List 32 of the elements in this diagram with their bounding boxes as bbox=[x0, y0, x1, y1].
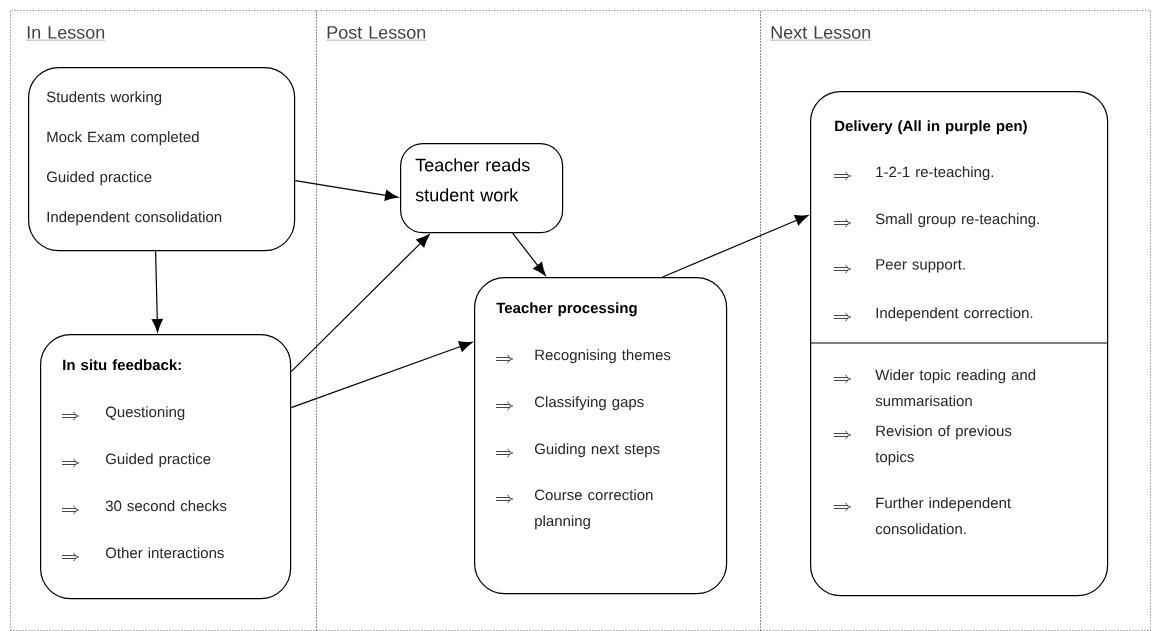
arrow bbox=[290, 234, 430, 373]
list-item: Revision of previous topics bbox=[875, 425, 1012, 466]
list-item: Classifying gaps bbox=[534, 396, 644, 411]
list-item: Wider topic reading and summarisation bbox=[875, 369, 1036, 407]
box-text: Teacher reads student work bbox=[415, 158, 530, 202]
arrow bbox=[512, 232, 546, 276]
box-heading: Delivery (All in purple pen) bbox=[835, 120, 1027, 135]
list-item: Guiding next steps bbox=[534, 443, 660, 458]
column-heading: Post Lesson bbox=[326, 26, 427, 41]
list-item: Guided practice bbox=[46, 171, 152, 186]
list-item: Guided practice bbox=[105, 453, 211, 468]
list-item: Other interactions bbox=[105, 547, 224, 559]
list-item: Independent consolidation bbox=[47, 211, 222, 226]
list-item: 1-2-1 re-teaching. bbox=[876, 166, 994, 181]
list-item: Independent correction. bbox=[876, 307, 1033, 322]
list-item: Course correction planning bbox=[534, 489, 653, 530]
column-heading: In Lesson bbox=[26, 26, 106, 41]
list-item: Questioning bbox=[105, 406, 185, 421]
list-item: 30 second checks bbox=[105, 500, 227, 512]
box-heading: Teacher processing bbox=[496, 302, 637, 317]
list-item: Further independent consolidation. bbox=[875, 497, 1011, 535]
list-item: Peer support. bbox=[876, 259, 965, 273]
column-heading: Next Lesson bbox=[770, 26, 872, 41]
arrow bbox=[290, 341, 473, 409]
list-item: Small group re-teaching. bbox=[875, 213, 1039, 228]
list-item: Recognising themes bbox=[535, 349, 671, 364]
box-heading: In situ feedback: bbox=[63, 359, 181, 371]
list-item: Mock Exam completed bbox=[47, 131, 199, 146]
arrow bbox=[662, 214, 809, 278]
arrow bbox=[294, 180, 399, 201]
list-item: Students working bbox=[46, 91, 162, 106]
arrow bbox=[151, 250, 163, 333]
